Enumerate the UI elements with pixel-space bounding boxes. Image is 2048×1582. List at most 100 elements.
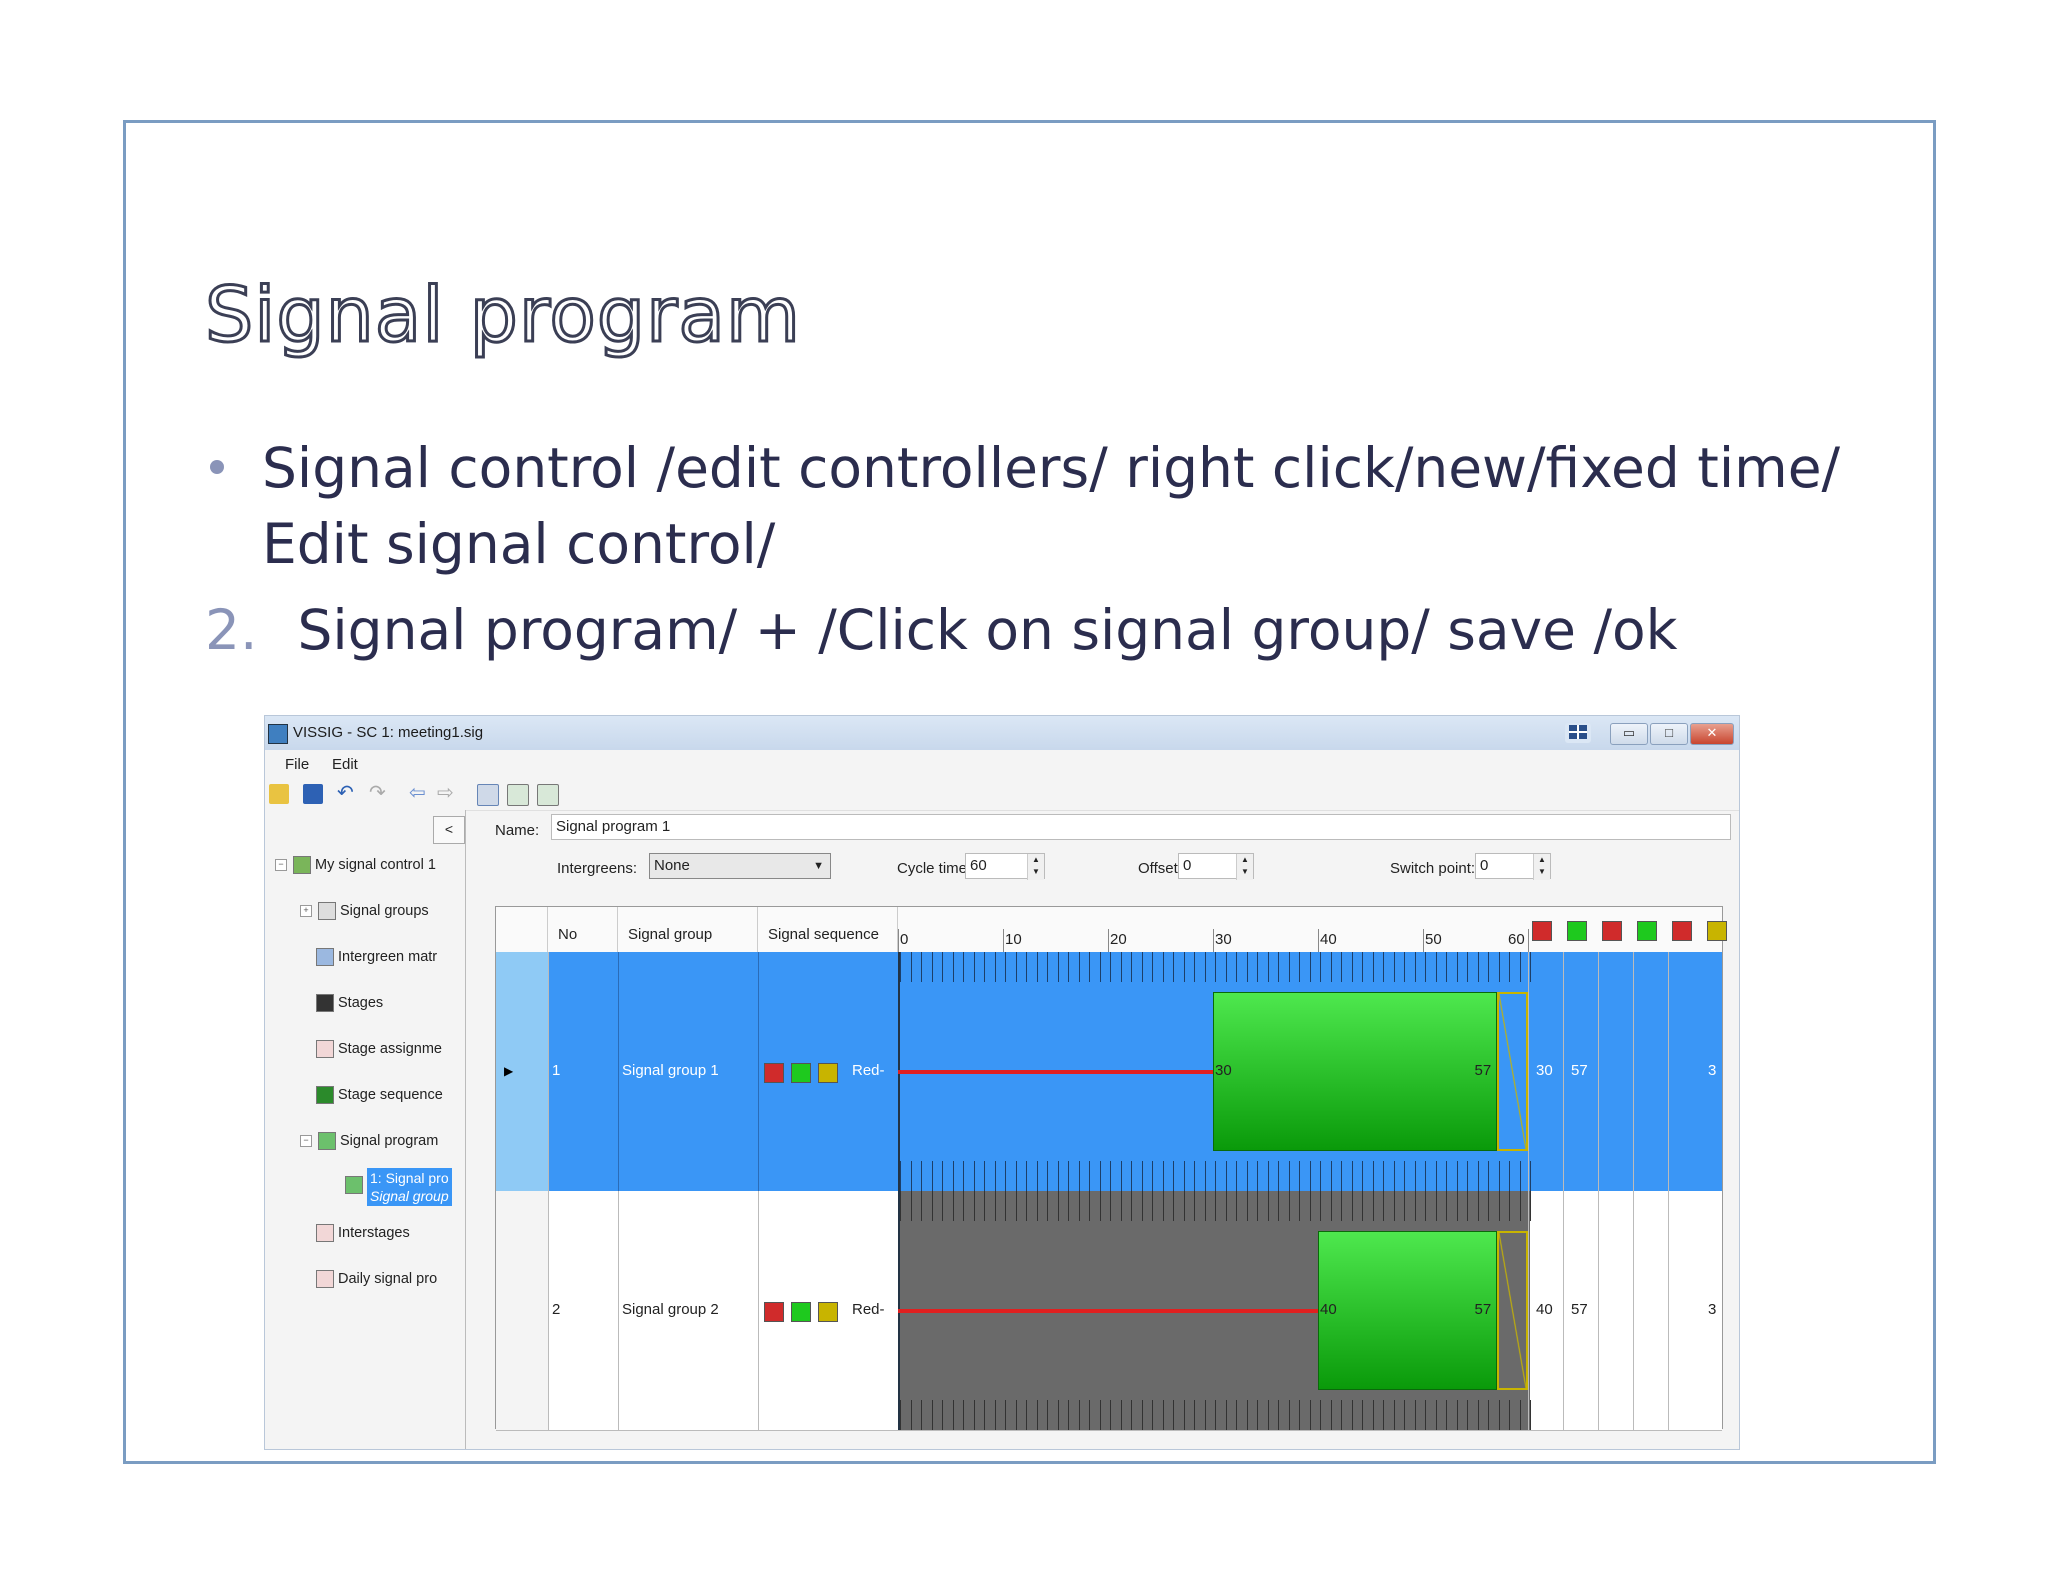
offset-input[interactable]: 0▲▼	[1178, 853, 1254, 880]
stage-sequence-icon	[316, 1086, 334, 1104]
timeline-second-mark	[1173, 1400, 1174, 1430]
tree-item-stage-assignment[interactable]: Stage assignme	[316, 1040, 442, 1058]
amber-phase-icon[interactable]	[1707, 921, 1727, 941]
back-arrow-icon[interactable]: ⇦	[409, 782, 426, 804]
open-icon[interactable]	[269, 784, 289, 804]
spinner-icon[interactable]: ▲▼	[1236, 854, 1253, 880]
timeline-second-mark	[973, 1161, 975, 1191]
timeline-second-mark	[1299, 1191, 1300, 1221]
tree-item-intergreen-matrix[interactable]: Intergreen matr	[316, 948, 437, 966]
timeline-second-mark	[1036, 952, 1038, 982]
row-selector[interactable]: ▶	[496, 952, 549, 1191]
timeline-second-mark	[1488, 952, 1489, 982]
switch-point-input[interactable]: 0▲▼	[1475, 853, 1551, 880]
forward-arrow-icon[interactable]: ⇨	[437, 782, 454, 804]
tree-item-signal-groups[interactable]: +Signal groups	[300, 902, 429, 920]
red-amber-phase-icon[interactable]	[1672, 921, 1692, 941]
bullet-1: Signal control /edit controllers/ right …	[210, 430, 1890, 582]
timeline-second-mark	[1152, 1400, 1153, 1430]
timeline-second-mark	[1183, 1191, 1185, 1221]
timeline-second-mark	[1425, 1400, 1426, 1430]
timeline-second-mark	[942, 952, 943, 982]
timeline-second-mark	[1215, 1161, 1216, 1191]
header-signal-sequence[interactable]: Signal sequence	[758, 907, 898, 952]
red-phase-line	[898, 1308, 1318, 1313]
green-phase-bar[interactable]	[1318, 1231, 1497, 1390]
cycle-time-input[interactable]: 60▲▼	[965, 853, 1045, 880]
menu-edit[interactable]: Edit	[332, 756, 358, 773]
window-title: VISSIG - SC 1: meeting1.sig	[293, 724, 484, 741]
row-number: 2	[552, 1300, 561, 1318]
timeline-second-mark	[931, 952, 933, 982]
timeline-second-mark	[1425, 1191, 1426, 1221]
timeline-second-mark	[1467, 1191, 1468, 1221]
tree-item-interstages[interactable]: Interstages	[316, 1224, 410, 1242]
timeline-second-mark	[1446, 1191, 1447, 1221]
redo-icon[interactable]: ↷	[369, 782, 386, 804]
header-signal-group[interactable]: Signal group	[618, 907, 758, 952]
timeline-tick-line	[1318, 929, 1319, 952]
timeline-second-mark	[1383, 952, 1384, 982]
timeline-second-mark	[1204, 1191, 1206, 1221]
row-signal-sequence: Red-	[852, 1300, 885, 1318]
green-phase-icon[interactable]	[1567, 921, 1587, 941]
view-2-icon[interactable]	[507, 784, 529, 806]
tree-item-signal-program[interactable]: −Signal program	[300, 1132, 438, 1150]
timeline-second-mark	[1068, 952, 1069, 982]
header-no[interactable]: No	[548, 907, 618, 952]
tree-item-stage-sequence[interactable]: Stage sequence	[316, 1086, 443, 1104]
red-phase-icon[interactable]	[1532, 921, 1552, 941]
timeline-second-mark	[1068, 1400, 1069, 1430]
tree-item-daily-signal-program[interactable]: Daily signal pro	[316, 1270, 437, 1288]
expand-icon[interactable]: +	[300, 905, 312, 917]
green-end-label: 57	[1474, 1300, 1492, 1318]
name-field[interactable]: Signal program 1	[551, 814, 1731, 840]
minimize-button[interactable]: ▭	[1610, 723, 1648, 745]
timeline-second-mark	[1530, 952, 1531, 982]
timeline-second-mark	[1477, 1400, 1479, 1430]
column-divider	[1563, 1191, 1564, 1430]
timeline-second-mark	[1498, 952, 1500, 982]
timeline-second-mark	[1278, 1400, 1279, 1430]
tree-item-label: Daily signal pro	[338, 1270, 438, 1287]
timeline-second-mark	[1509, 1400, 1510, 1430]
save-icon[interactable]	[303, 784, 323, 804]
close-button[interactable]: ✕	[1690, 723, 1734, 745]
view-1-icon[interactable]	[477, 784, 499, 806]
green-end-label: 57	[1474, 1061, 1492, 1079]
timeline-second-mark	[963, 1161, 964, 1191]
timeline-second-mark	[1026, 1191, 1027, 1221]
undo-icon[interactable]: ↶	[337, 782, 354, 804]
menu-file[interactable]: File	[285, 756, 310, 773]
collapse-icon[interactable]: −	[300, 1135, 312, 1147]
collapse-pane-button[interactable]: <	[433, 816, 465, 844]
spinner-icon[interactable]: ▲▼	[1533, 854, 1550, 880]
switch-point-label: Switch point:	[1390, 860, 1476, 877]
red-phase-icon[interactable]	[1602, 921, 1622, 941]
timeline-second-mark	[1488, 1161, 1489, 1191]
spinner-icon[interactable]: ▲▼	[1027, 854, 1044, 880]
row-selector[interactable]	[496, 1191, 549, 1430]
timeline-second-mark	[1110, 1191, 1111, 1221]
timeline-second-mark	[1267, 1191, 1269, 1221]
green-phase-bar[interactable]	[1213, 992, 1497, 1151]
matrix-icon	[316, 948, 334, 966]
intergreens-select[interactable]: None▼	[649, 853, 831, 879]
green-icon	[791, 1062, 811, 1083]
collapse-icon[interactable]: −	[275, 859, 287, 871]
timeline-second-mark	[1372, 1191, 1374, 1221]
timeline-second-mark	[1456, 1161, 1458, 1191]
maximize-button[interactable]: □	[1650, 723, 1688, 745]
tree-item-stages[interactable]: Stages	[316, 994, 383, 1012]
layout-icon[interactable]	[1565, 723, 1591, 743]
view-3-icon[interactable]	[537, 784, 559, 806]
timeline-second-mark	[1015, 1191, 1017, 1221]
row-green-end: 57	[1571, 1061, 1588, 1079]
green-phase-icon[interactable]	[1637, 921, 1657, 941]
tree-root[interactable]: −My signal control 1	[275, 856, 436, 874]
